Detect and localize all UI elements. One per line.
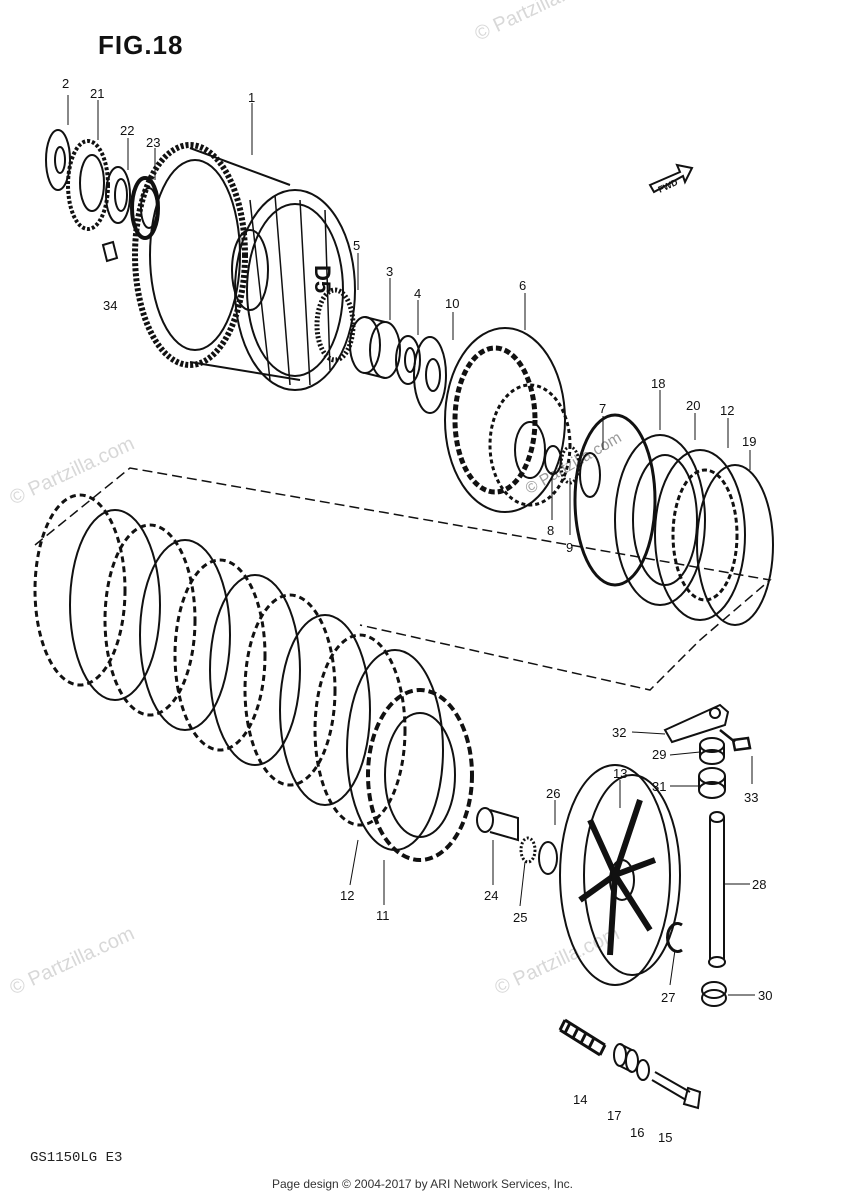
- part-25-washer: [519, 836, 537, 864]
- part-24-bolt: [476, 807, 519, 842]
- part-3-sleeve: [349, 316, 401, 379]
- callout-12: 12: [720, 403, 734, 418]
- figure-code: GS1150LG E3: [30, 1150, 123, 1166]
- figure-title: FIG.18: [98, 30, 184, 60]
- part-16-washer: [636, 1059, 650, 1081]
- part-29-bushing: [699, 737, 725, 765]
- callout-13: 13: [613, 766, 627, 781]
- part-13-pressure-plate: [559, 764, 681, 986]
- part-27-circlip: [666, 922, 683, 953]
- callout-5: 5: [353, 238, 360, 253]
- callout-24: 24: [484, 888, 498, 903]
- part-32-release-arm: [663, 703, 730, 744]
- callout-2: 2: [62, 76, 69, 91]
- part-20-plate: [614, 434, 706, 606]
- callout-6: 6: [519, 278, 526, 293]
- callout-7: 7: [599, 401, 606, 416]
- part-31-bushing: [698, 767, 726, 799]
- callout-32: 32: [612, 725, 626, 740]
- callout-20: 20: [686, 398, 700, 413]
- callout-15: 15: [658, 1130, 672, 1145]
- callout-8: 8: [547, 523, 554, 538]
- part-19-ring: [696, 464, 774, 626]
- callout-17: 17: [607, 1108, 621, 1123]
- callout-26: 26: [546, 786, 560, 801]
- callout-22: 22: [120, 123, 134, 138]
- part-28-release-shaft: [708, 811, 726, 968]
- callout-25: 25: [513, 910, 527, 925]
- part-18-ring: [573, 413, 657, 587]
- clutch-plate-stack: [33, 493, 474, 862]
- callout-21: 21: [90, 86, 104, 101]
- part-17-spacer: [613, 1043, 639, 1073]
- part-6-clutch-hub: [444, 327, 572, 513]
- callout-9: 9: [566, 540, 573, 555]
- part-21-gear: [66, 139, 110, 231]
- part-34-pin: [101, 240, 119, 263]
- part-26-washer: [538, 841, 558, 875]
- callout-33: 33: [744, 790, 758, 805]
- part-33-bolt: [719, 729, 752, 752]
- callout-29: 29: [652, 747, 666, 762]
- part-30-seal: [701, 981, 727, 1007]
- callout-18: 18: [651, 376, 665, 391]
- callout-10: 10: [445, 296, 459, 311]
- assembly-boundary-dashed: [34, 467, 772, 691]
- callout-23: 23: [146, 135, 160, 150]
- callout-30: 30: [758, 988, 772, 1003]
- callout-12: 12: [340, 888, 354, 903]
- callout-31: 31: [652, 779, 666, 794]
- fwd-direction-arrow: [648, 163, 694, 194]
- part-2-washer: [45, 129, 71, 191]
- callout-34: 34: [103, 298, 117, 313]
- part-15-bolt: [651, 1071, 702, 1110]
- part-12-drive-plate: [654, 449, 746, 621]
- callout-4: 4: [414, 286, 421, 301]
- callout-19: 19: [742, 434, 756, 449]
- callout-28: 28: [752, 877, 766, 892]
- part-10-washer: [413, 336, 447, 414]
- callout-1: 1: [248, 90, 255, 105]
- page-footer: Page design © 2004-2017 by ARI Network S…: [271, 1177, 573, 1191]
- callout-16: 16: [630, 1125, 644, 1140]
- part-7-spring-seat: [579, 452, 601, 498]
- callout-27: 27: [661, 990, 675, 1005]
- callout-3: 3: [386, 264, 393, 279]
- part-5-needle-bearing: [314, 287, 356, 363]
- part-14-spring: [558, 1018, 607, 1057]
- callout-14: 14: [573, 1092, 587, 1107]
- callout-11: 11: [376, 908, 390, 923]
- part-22-spacer: [105, 166, 131, 224]
